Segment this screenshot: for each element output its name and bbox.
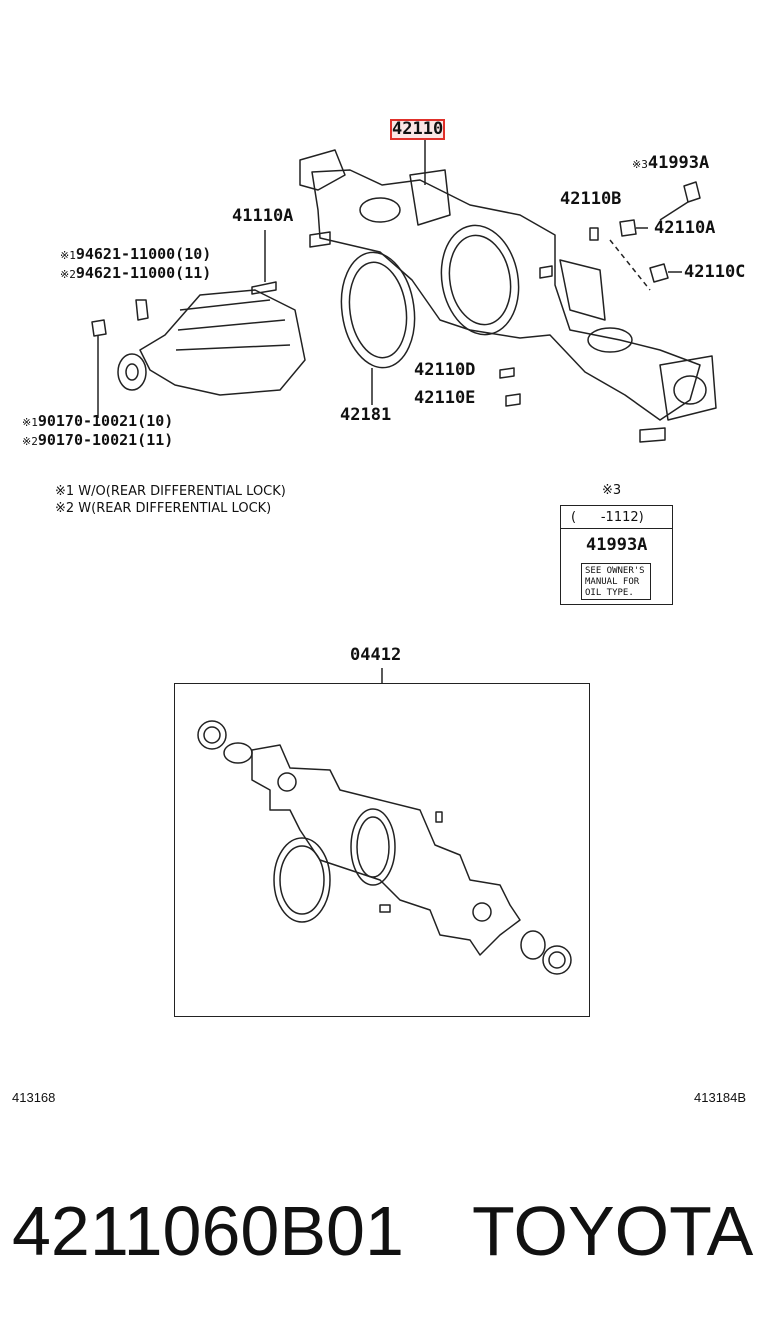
ref-left: 413168 xyxy=(12,1090,56,1105)
note-mark: ※3 xyxy=(632,158,648,171)
note-mark: ※2 xyxy=(60,268,76,281)
label-box: ( -1112) 41993A SEE OWNER'S MANUAL FOR O… xyxy=(560,505,673,605)
label-box-range: ( -1112) xyxy=(571,510,644,525)
part-42110a[interactable]: 42110A xyxy=(654,218,716,238)
label-box-text: SEE OWNER'S MANUAL FOR OIL TYPE. xyxy=(585,566,645,598)
differential-carrier xyxy=(117,289,306,396)
kit-box xyxy=(174,683,590,1017)
gasket-42181 xyxy=(340,251,416,405)
part-41993a-number: 41993A xyxy=(647,153,710,173)
part-42181[interactable]: 42181 xyxy=(340,405,392,425)
part-94621-10-number: 94621-11000(10) xyxy=(75,245,212,263)
part-94621-11[interactable]: ※294621-11000(11) xyxy=(60,266,211,281)
part-42110[interactable]: 42110 xyxy=(389,119,446,140)
footer-brand: TOYOTA xyxy=(472,1192,754,1270)
part-42110d[interactable]: 42110D xyxy=(414,360,476,380)
label-box-divider xyxy=(561,528,672,529)
part-94621-11-number: 94621-11000(11) xyxy=(75,264,212,282)
note-mark: ※2 xyxy=(22,435,38,448)
part-42110c[interactable]: 42110C xyxy=(684,262,746,282)
label-box-mark: ※3 xyxy=(602,483,622,498)
note-2: ※2 W(REAR DIFFERENTIAL LOCK) xyxy=(55,501,272,516)
kit-number[interactable]: 04412 xyxy=(350,645,402,665)
part-90170-11[interactable]: ※290170-10021(11) xyxy=(22,433,173,448)
part-90170-11-number: 90170-10021(11) xyxy=(37,431,174,449)
axle-housing xyxy=(299,149,717,443)
footer-part-number: 4211060B01 xyxy=(12,1192,404,1270)
note-1: ※1 W/O(REAR DIFFERENTIAL LOCK) xyxy=(55,484,286,499)
note-mark: ※1 xyxy=(60,249,76,262)
part-90170-10[interactable]: ※190170-10021(10) xyxy=(22,414,173,429)
part-90170-10-number: 90170-10021(10) xyxy=(37,412,174,430)
gasket-kit-drawing xyxy=(197,668,572,975)
part-94621-10[interactable]: ※194621-11000(10) xyxy=(60,247,211,262)
part-41110a[interactable]: 41110A xyxy=(232,206,294,226)
part-41993a[interactable]: ※341993A xyxy=(632,155,709,172)
part-42110b[interactable]: 42110B xyxy=(560,189,622,209)
label-box-part[interactable]: 41993A xyxy=(586,535,648,555)
label-box-sticker: SEE OWNER'S MANUAL FOR OIL TYPE. xyxy=(581,563,651,600)
note-mark: ※1 xyxy=(22,416,38,429)
ref-right: 413184B xyxy=(694,1090,747,1105)
part-42110e[interactable]: 42110E xyxy=(414,388,476,408)
